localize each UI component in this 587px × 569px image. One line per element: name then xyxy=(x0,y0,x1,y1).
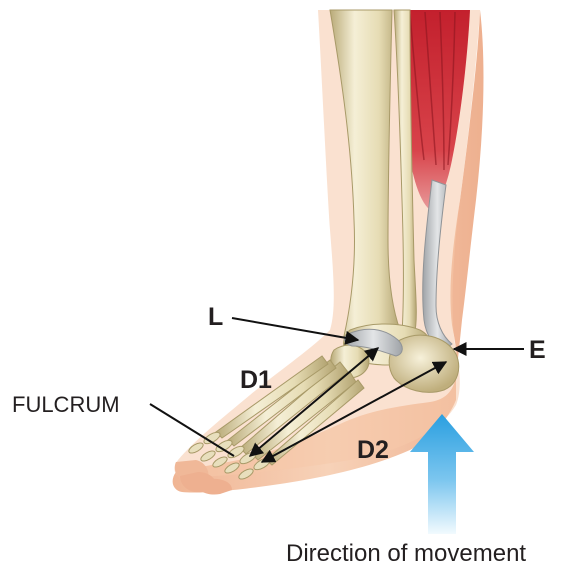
label-e: E xyxy=(529,336,546,364)
label-l: L xyxy=(208,303,223,331)
label-d1: D1 xyxy=(240,366,272,394)
label-fulcrum: FULCRUM xyxy=(12,392,120,417)
movement-caption: Direction of movement xyxy=(286,540,526,567)
label-d2: D2 xyxy=(357,436,389,464)
